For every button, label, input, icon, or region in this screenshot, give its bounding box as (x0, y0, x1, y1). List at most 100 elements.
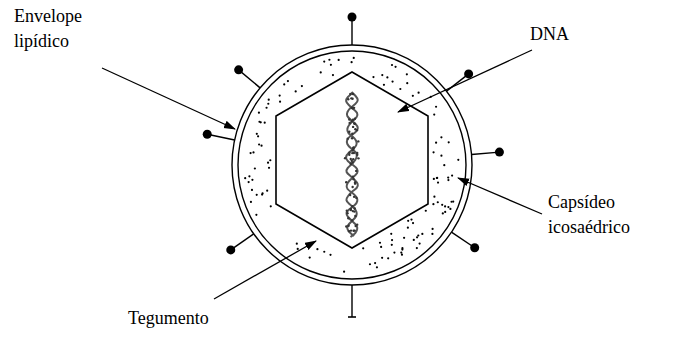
tegument-dot (441, 204, 443, 206)
dna-speck (354, 215, 356, 217)
dna-speck (354, 207, 356, 209)
tegument-dot (390, 233, 392, 235)
tegument-dot (256, 133, 258, 135)
tegument-dot (270, 205, 272, 207)
dna-speck (346, 137, 348, 139)
tegument-dot (267, 162, 269, 164)
tegument-dot (432, 151, 434, 153)
dna-speck (347, 98, 349, 100)
tegument-dot (457, 159, 459, 161)
tegument-dot (283, 83, 285, 85)
tegument-dot (403, 237, 405, 239)
tegument-dot (376, 266, 378, 268)
dna-strand-line (346, 93, 358, 237)
leader-line (398, 50, 532, 112)
dna-speck (350, 97, 352, 99)
tegument-dot (251, 179, 253, 181)
spike-head (203, 130, 212, 139)
tegument-dot (251, 189, 253, 191)
dna-speck (348, 152, 350, 154)
tegument-dot (301, 85, 303, 87)
dna-speck (344, 157, 346, 159)
tegument-dot (440, 136, 442, 138)
dna-speck (354, 181, 356, 183)
tegument-dot (351, 61, 353, 63)
dna-speck (356, 129, 358, 131)
dna-speck (352, 126, 354, 128)
tegument-dot (452, 200, 454, 202)
label-holder: Envelope lipídico (14, 4, 114, 54)
dna-speck (346, 209, 348, 211)
tegument-dot (372, 76, 374, 78)
tegument-dot (252, 151, 254, 153)
tegument-dot (447, 177, 449, 179)
leader-line (102, 68, 235, 129)
tegument-dots (244, 57, 459, 273)
tegument-dot (431, 233, 433, 235)
tegument-dot (248, 175, 250, 177)
dna-speck (351, 133, 353, 135)
tegument-dot (444, 211, 446, 213)
envelope-outer (232, 45, 472, 285)
tegument-dot (435, 142, 437, 144)
dna-speck (348, 230, 350, 232)
dna-speck (348, 122, 350, 124)
tegument-dot (421, 233, 423, 235)
icosahedral-capsid (276, 72, 428, 248)
glycoprotein-spikes (203, 13, 504, 318)
dna-speck (348, 131, 350, 133)
tegument-dot (436, 177, 438, 179)
tegument-dot (328, 59, 330, 61)
tegument-dot (258, 143, 260, 145)
tegument-dot (264, 122, 266, 124)
dna-speck (353, 152, 355, 154)
tegument-dot (258, 112, 260, 114)
tegument-dot (268, 99, 270, 101)
dna-speck (351, 205, 353, 207)
dna-speck (352, 176, 354, 178)
tegument-dot (257, 135, 259, 137)
spike-head (464, 69, 473, 78)
part-label: DNA (530, 22, 590, 47)
dna-speck (353, 196, 355, 198)
tegument-dot (379, 242, 381, 244)
tegument-dot (248, 181, 250, 183)
spike-head (234, 65, 243, 74)
tegument-dot (330, 64, 332, 66)
tegument-dot (447, 179, 449, 181)
tegument-dot (287, 80, 289, 82)
tegument-dot (297, 248, 299, 250)
tegument-dot (406, 82, 408, 84)
dna-speck (354, 123, 356, 125)
dna-speck (347, 225, 349, 227)
tegument-dot (443, 164, 445, 166)
dna-speck (348, 118, 350, 120)
tegument-dot (338, 59, 340, 61)
tegument-dot (268, 167, 270, 169)
tegument-dot (296, 243, 298, 245)
tegument-dot (250, 201, 252, 203)
tegument-dot (383, 84, 385, 86)
part-label: Envelope lipídico (14, 4, 114, 54)
tegument-dot (433, 196, 435, 198)
tegument-dot (448, 141, 450, 143)
tegument-dot (401, 254, 403, 256)
dna-speck (356, 152, 358, 154)
tegument-dot (323, 60, 325, 62)
tegument-dot (279, 94, 281, 96)
tegument-dot (254, 167, 256, 169)
dna-speck (355, 197, 357, 199)
dna-speck (351, 219, 353, 221)
tegument-dot (353, 57, 355, 59)
dna-speck (351, 149, 353, 151)
tegument-dot (261, 193, 263, 195)
tegument-dot (412, 222, 414, 224)
tegument-dot (394, 66, 396, 68)
tegument-dot (425, 210, 427, 212)
tegument-dot (401, 248, 403, 250)
dna-speck (350, 208, 352, 210)
tegument-dot (269, 159, 271, 161)
tegument-dot (323, 251, 325, 253)
dna-speck (352, 178, 354, 180)
